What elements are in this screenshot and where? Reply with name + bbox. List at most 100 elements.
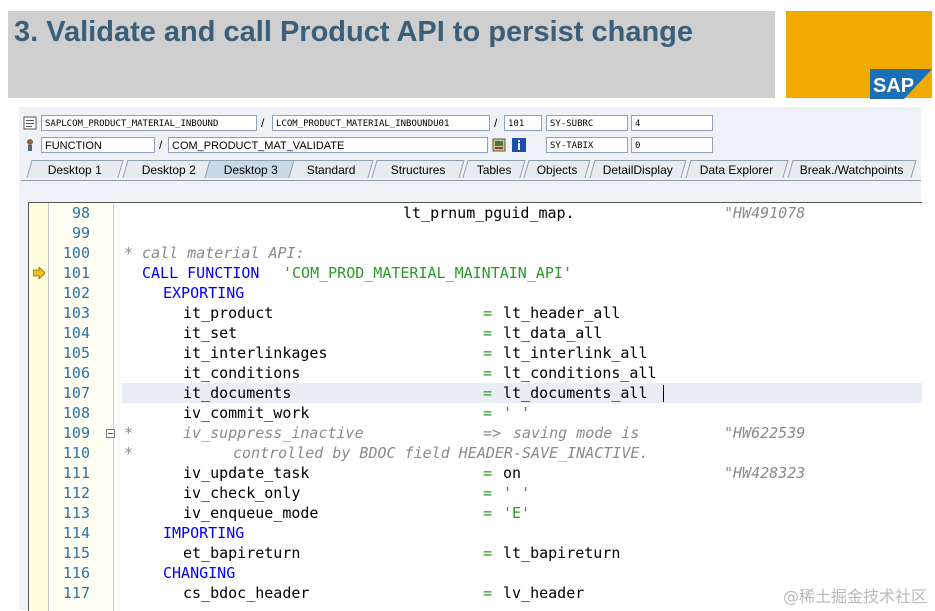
code-value: lv_header: [503, 584, 585, 602]
code-line: 99: [29, 223, 922, 243]
fold-gutter: [114, 203, 122, 611]
code-operator: =: [483, 504, 493, 522]
code-param: it_documents: [183, 384, 292, 402]
code-line: 108 iv_commit_work = ' ': [29, 403, 922, 423]
line-number: 105: [62, 344, 90, 362]
sy-tabix-value[interactable]: 0: [631, 137, 713, 153]
source-code-editor[interactable]: 98 lt_prnum_pguid_map. "HW491078 99 100 …: [28, 202, 922, 611]
code-line: 114 IMPORTING: [29, 523, 922, 543]
line-number: 115: [62, 544, 90, 562]
tab-objects[interactable]: Objects: [523, 160, 591, 178]
code-comment: "HW428323: [724, 464, 806, 482]
code-line: 117 cs_bdoc_header = lv_header: [29, 583, 922, 603]
sap-logo: SAP: [870, 69, 932, 99]
tab-detaildisplay[interactable]: DetailDisplay: [589, 160, 687, 178]
code-text: lt_prnum_pguid_map.: [403, 204, 575, 222]
code-param: it_interlinkages: [183, 344, 328, 362]
code-line: 109 * iv_suppress_inactive => saving mod…: [29, 423, 922, 443]
code-comment: *: [124, 444, 134, 462]
display-icon[interactable]: [492, 138, 506, 152]
code-comment: controlled by BDOC field HEADER-SAVE_INA…: [233, 444, 649, 462]
line-field[interactable]: 101: [504, 115, 542, 131]
desktop-tabs: Desktop 1 Desktop 2 Desktop 3 Standard S…: [21, 159, 921, 181]
code-comment: =>: [483, 424, 502, 442]
tab-desktop-1[interactable]: Desktop 1: [26, 160, 124, 178]
tab-desktop-2[interactable]: Desktop 2: [122, 160, 216, 178]
cursor-line-highlight: [122, 383, 922, 403]
code-operator: =: [483, 464, 493, 482]
code-operator: =: [483, 384, 493, 402]
code-param: iv_check_only: [183, 484, 301, 502]
separator: /: [494, 116, 498, 130]
code-comment: "HW491078: [724, 204, 806, 222]
code-param: it_product: [183, 304, 274, 322]
function-name-field[interactable]: COM_PRODUCT_MAT_VALIDATE: [168, 137, 488, 153]
code-line: 111 iv_update_task = on "HW428323: [29, 463, 922, 483]
code-comment: "HW622539: [724, 424, 806, 442]
line-number: 100: [62, 244, 90, 262]
tab-standard[interactable]: Standard: [288, 160, 374, 178]
watermark: @稀土掘金技术社区: [782, 587, 927, 606]
code-line: 110 * controlled by BDOC field HEADER-SA…: [29, 443, 922, 463]
sy-subrc-value[interactable]: 4: [631, 115, 713, 131]
code-line: 115 et_bapireturn = lt_bapireturn: [29, 543, 922, 563]
sy-subrc-label[interactable]: SY-SUBRC: [546, 115, 628, 131]
code-keyword: EXPORTING: [163, 284, 245, 302]
code-line: 113 iv_enqueue_mode = 'E': [29, 503, 922, 523]
tab-divider: [21, 180, 921, 181]
code-operator: =: [483, 364, 493, 382]
line-number: 102: [62, 284, 90, 302]
code-line: 103 it_product = lt_header_all: [29, 303, 922, 323]
slide-title-box: [8, 11, 775, 98]
code-value: lt_header_all: [503, 304, 621, 322]
code-string: 'COM_PROD_MATERIAL_MAINTAIN_API': [283, 264, 572, 282]
include-field[interactable]: LCOM_PRODUCT_MATERIAL_INBOUNDU01: [272, 115, 490, 131]
code-keyword: IMPORTING: [163, 524, 245, 542]
svg-text:SAP: SAP: [873, 75, 914, 97]
code-line: 112 iv_check_only = ' ': [29, 483, 922, 503]
separator: /: [159, 138, 163, 152]
line-number: 103: [62, 304, 90, 322]
code-operator: =: [483, 344, 493, 362]
tab-tables[interactable]: Tables: [462, 160, 526, 178]
code-operator: =: [483, 584, 493, 602]
line-number: 98: [71, 204, 90, 222]
code-line: 98 lt_prnum_pguid_map. "HW491078: [29, 203, 922, 223]
line-number: 99: [71, 224, 90, 242]
code-keyword: CALL FUNCTION: [142, 264, 260, 282]
code-string: ' ': [503, 484, 531, 502]
type-field[interactable]: FUNCTION: [41, 137, 155, 153]
line-number: 112: [62, 484, 90, 502]
program-icon: [23, 116, 37, 130]
text-cursor: [663, 385, 664, 402]
code-comment: iv_suppress_inactive: [183, 424, 364, 442]
code-line: 105 it_interlinkages = lt_interlink_all: [29, 343, 922, 363]
function-icon: [27, 139, 33, 151]
code-line: 106 it_conditions = lt_conditions_all: [29, 363, 922, 383]
program-field[interactable]: SAPLCOM_PRODUCT_MATERIAL_INBOUND: [41, 115, 257, 131]
code-param: it_conditions: [183, 364, 301, 382]
code-operator: =: [483, 304, 493, 322]
tab-data-explorer[interactable]: Data Explorer: [685, 160, 789, 178]
code-line: 116 CHANGING: [29, 563, 922, 583]
tab-structures[interactable]: Structures: [371, 160, 465, 178]
tab-break-watchpoints[interactable]: Break./Watchpoints: [787, 160, 917, 178]
line-number: 113: [62, 504, 90, 522]
sy-tabix-label[interactable]: SY-TABIX: [546, 137, 628, 153]
code-param: it_set: [183, 324, 238, 342]
code-line: 102 EXPORTING: [29, 283, 922, 303]
line-number: 109: [62, 424, 90, 442]
code-line-selected: 107 it_documents = lt_documents_all: [29, 383, 922, 403]
debugger-header-row-1: SAPLCOM_PRODUCT_MATERIAL_INBOUND / LCOM_…: [21, 115, 921, 133]
breakpoint-gutter[interactable]: [29, 203, 49, 611]
collapse-block-icon[interactable]: [106, 429, 115, 438]
line-number-gutter: [49, 203, 114, 611]
info-icon[interactable]: [512, 138, 526, 152]
separator: /: [261, 116, 265, 130]
code-keyword: CHANGING: [163, 564, 236, 582]
line-number: 116: [62, 564, 90, 582]
tab-desktop-3[interactable]: Desktop 3: [204, 160, 298, 178]
code-comment: saving mode is: [513, 424, 640, 442]
code-param: iv_enqueue_mode: [183, 504, 319, 522]
code-param: iv_commit_work: [183, 404, 310, 422]
